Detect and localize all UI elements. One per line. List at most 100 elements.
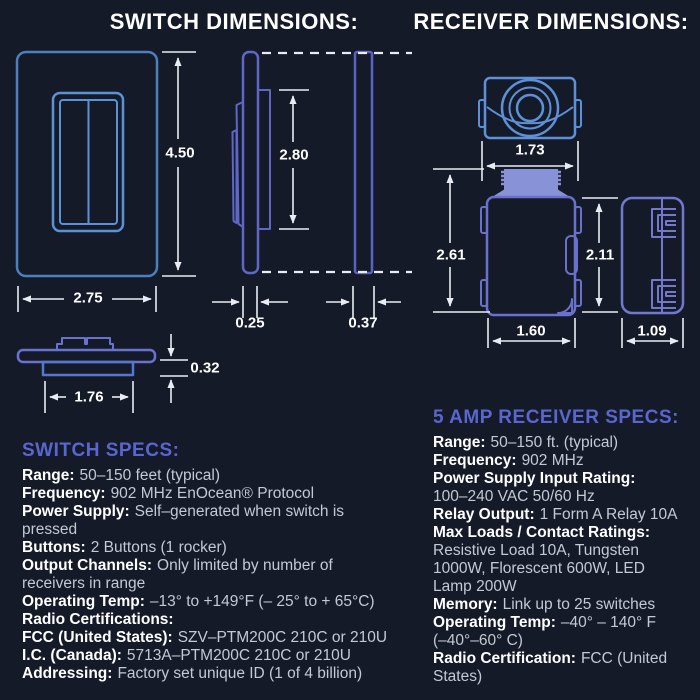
spec-line: FCC (United States):SZV–PTM200C 210C or …: [22, 629, 387, 647]
spec-label: Range:: [22, 467, 75, 484]
spec-line: Addressing:Factory set unique ID (1 of 4…: [22, 665, 387, 683]
connector-ring-inner: [515, 93, 545, 123]
spec-value: 5713A–PTM200C 210C or 210U: [126, 647, 351, 664]
spec-line: Radio Certifications:: [22, 611, 387, 629]
receiver-side-latch: [565, 235, 578, 275]
spec-value: Link up to 25 switches: [502, 596, 656, 613]
receiver-front-view: [480, 169, 582, 317]
spec-value: 1 Form A Relay 10A: [539, 506, 678, 523]
spec-value: States): [433, 668, 483, 685]
spec-line: (–40°–60° C): [433, 632, 679, 650]
dim-switch-plate-depth: 0.25: [235, 314, 265, 332]
spec-line: Resistive Load 10A, Tungsten: [433, 542, 679, 560]
spec-value: Self–generated when switch is: [134, 503, 345, 520]
spec-line: Max Loads / Contact Ratings:: [433, 524, 679, 542]
spec-value: pressed: [22, 521, 78, 538]
switch-specs-lines: Range:50–150 feet (typical) Frequency:90…: [22, 467, 387, 683]
switch-side-view: [231, 50, 271, 275]
spec-value: Lamp 200W: [433, 578, 517, 595]
dim-receiver-side-width: 1.09: [637, 322, 667, 340]
dim-receiver-body-width: 1.60: [516, 322, 546, 340]
switch-dimensions-title: SWITCH DIMENSIONS:: [109, 9, 359, 34]
receiver-specs-section: 5 AMP RECEIVER SPECS: Range:50–150 ft. (…: [433, 407, 679, 686]
dim-switch-plate-height: 4.50: [165, 144, 195, 162]
receiver-tab-top-left: [480, 206, 488, 234]
spec-value: FCC (United: [580, 650, 668, 667]
receiver-specs-heading: 5 AMP RECEIVER SPECS:: [433, 407, 679, 428]
dim-receiver-body-height: 2.11: [585, 246, 615, 264]
connector-threads: [501, 170, 561, 186]
receiver-top-tab-left: [478, 99, 486, 128]
spec-line: Output Channels:Only limited by number o…: [22, 557, 387, 575]
spec-line: 100–240 VAC 50/60 Hz: [433, 488, 679, 506]
spec-line: Buttons:2 Buttons (1 rocker): [22, 539, 387, 557]
spec-label: Buttons:: [22, 539, 86, 556]
spec-label: Output Channels:: [22, 557, 153, 574]
rocker-top-bump: [56, 337, 114, 350]
dim-receiver-overall-height: 2.61: [436, 246, 466, 264]
rocker-side-step: [231, 129, 238, 224]
spec-line: receivers in range: [22, 575, 387, 593]
spec-line: Operating Temp:–13° to +149°F (– 25° to …: [22, 593, 387, 611]
receiver-corner-notch: [557, 298, 573, 314]
spec-line: 1000W, Florescent 600W, LED: [433, 560, 679, 578]
spec-label: FCC (United States):: [22, 629, 173, 646]
spec-label: Operating Temp:: [433, 614, 556, 631]
plate-top-outline: [16, 348, 157, 364]
switch-body-side: [257, 89, 271, 230]
spec-line: Range:50–150 feet (typical): [22, 467, 387, 485]
spec-line: Memory:Link up to 25 switches: [433, 596, 679, 614]
receiver-tab-bottom-left: [480, 279, 488, 307]
switch-dimension-lines: [17, 51, 412, 413]
spec-line: Frequency:902 MHz EnOcean® Protocol: [22, 485, 387, 503]
spec-label: Radio Certification:: [433, 650, 576, 667]
spec-value: –40° – 140° F: [560, 614, 656, 631]
dim-switch-edge-depth: 0.37: [348, 314, 378, 332]
spec-line: Frequency:902 MHz: [433, 452, 679, 470]
spec-line: Range:50–150 ft. (typical): [433, 434, 679, 452]
receiver-tab-bottom-right: [574, 279, 582, 307]
wall-plate-outline: [15, 50, 159, 278]
spec-value: 100–240 VAC 50/60 Hz: [433, 488, 595, 505]
spec-label: Range:: [433, 434, 486, 451]
spec-label: Relay Output:: [433, 506, 535, 523]
spec-value: 1000W, Florescent 600W, LED: [433, 560, 645, 577]
receiver-body-outline: [485, 195, 577, 317]
mounting-clip-bottom: [651, 279, 677, 309]
dim-switch-plate-width: 2.75: [73, 289, 103, 307]
spec-line: pressed: [22, 521, 387, 539]
rocker-frame: [51, 91, 125, 233]
spec-value: Resistive Load 10A, Tungsten: [433, 542, 639, 559]
spec-label: Radio Certifications:: [22, 611, 174, 628]
receiver-side-view: [620, 196, 685, 315]
receiver-side-outline: [620, 196, 685, 315]
spec-label: Operating Temp:: [22, 593, 145, 610]
receiver-specs-lines: Range:50–150 ft. (typical) Frequency:902…: [433, 434, 679, 686]
threaded-connector: [492, 169, 570, 197]
dim-switch-top-width: 1.76: [74, 388, 104, 406]
receiver-tab-top-right: [574, 206, 582, 234]
spec-value: 2 Buttons (1 rocker): [90, 539, 227, 556]
plate-top-flange: [41, 360, 135, 377]
spec-line: Lamp 200W: [433, 578, 679, 596]
spec-line: Radio Certification:FCC (United: [433, 650, 679, 668]
spec-label: I.C. (Canada):: [22, 647, 122, 664]
spec-label: Frequency:: [22, 485, 106, 502]
spec-label: Power Supply Input Rating:: [433, 470, 636, 487]
spec-label: Max Loads / Contact Ratings:: [433, 524, 651, 541]
spec-value: (–40°–60° C): [433, 632, 523, 649]
switch-specs-heading: SWITCH SPECS:: [22, 440, 180, 461]
spec-value: SZV–PTM200C 210C or 210U: [177, 629, 388, 646]
switch-front-view: [15, 50, 159, 278]
spec-value: –13° to +149°F (– 25° to + 65°C): [149, 593, 375, 610]
switch-edge-view: [353, 50, 374, 275]
connector-ring-middle: [508, 86, 552, 130]
spec-line: States): [433, 668, 679, 686]
dim-switch-rocker-height: 2.80: [279, 146, 309, 164]
spec-label: Memory:: [433, 596, 498, 613]
dim-receiver-top-width: 1.73: [515, 141, 545, 159]
spec-line: Relay Output:1 Form A Relay 10A: [433, 506, 679, 524]
spec-label: Addressing:: [22, 665, 113, 682]
